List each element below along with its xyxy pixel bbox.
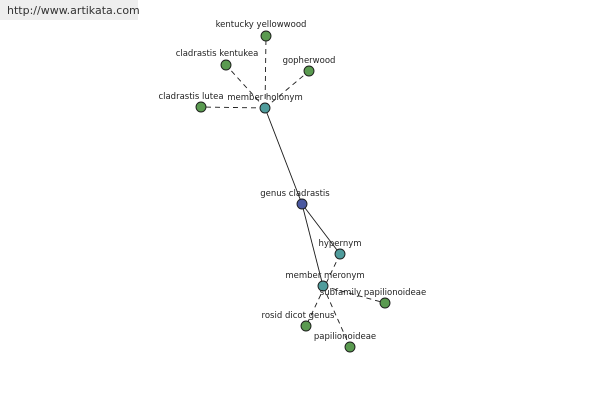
node-label[interactable]: member holonym bbox=[227, 93, 302, 103]
node-label[interactable]: genus cladrastis bbox=[260, 189, 330, 199]
watermark-banner: http://www.artikata.com bbox=[0, 0, 140, 20]
edge-meronym-subfamily bbox=[322, 285, 386, 304]
node-label[interactable]: kentucky yellowwood bbox=[216, 20, 307, 30]
graph-node-kentukea[interactable]: cladrastis kentukea bbox=[176, 49, 259, 71]
edge-holonym-lutea bbox=[200, 106, 266, 109]
graph-node-meronym[interactable]: member meronym bbox=[285, 271, 365, 292]
edge-genus-holonym bbox=[264, 107, 303, 205]
node-circle[interactable] bbox=[344, 341, 356, 353]
edge-holonym-kentukea bbox=[225, 64, 266, 109]
node-circle[interactable] bbox=[303, 65, 315, 77]
node-circle[interactable] bbox=[334, 248, 346, 260]
node-circle[interactable] bbox=[300, 320, 312, 332]
edge-genus-hypernym bbox=[301, 203, 341, 255]
node-label[interactable]: papilionoideae bbox=[314, 332, 376, 342]
graph-node-subfamily[interactable]: subfamily papilionoideae bbox=[320, 288, 426, 309]
node-label[interactable]: cladrastis kentukea bbox=[176, 49, 259, 59]
graph-node-genus[interactable]: genus cladrastis bbox=[260, 189, 330, 210]
edge-genus-meronym bbox=[301, 203, 324, 287]
edge-holonym-gopher bbox=[264, 70, 310, 109]
graph-node-holonym[interactable]: member holonym bbox=[227, 93, 303, 114]
node-circle[interactable] bbox=[296, 198, 308, 210]
node-label[interactable]: rosid dicot genus bbox=[262, 311, 335, 321]
node-label[interactable]: subfamily papilionoideae bbox=[320, 288, 426, 298]
node-label[interactable]: cladrastis lutea bbox=[158, 92, 223, 102]
node-circle[interactable] bbox=[317, 280, 329, 292]
graph-node-lutea[interactable]: cladrastis lutea bbox=[158, 92, 224, 113]
node-circle[interactable] bbox=[260, 30, 272, 42]
node-circle[interactable] bbox=[220, 59, 232, 71]
node-circle[interactable] bbox=[259, 102, 271, 114]
edge-meronym-papil bbox=[322, 285, 351, 348]
node-label[interactable]: member meronym bbox=[285, 271, 364, 281]
graph-node-kentucky[interactable]: kentucky yellowwood bbox=[216, 20, 307, 42]
node-label[interactable]: hypernym bbox=[318, 239, 361, 249]
edge-holonym-kentucky bbox=[264, 35, 267, 109]
node-layer: kentucky yellowwood cladrastis kentukea go… bbox=[158, 20, 426, 353]
node-circle[interactable] bbox=[195, 101, 207, 113]
graph-node-papil[interactable]: papilionoideae bbox=[314, 332, 376, 353]
graph-node-rosid[interactable]: rosid dicot genus bbox=[262, 311, 335, 332]
watermark-text[interactable]: http://www.artikata.com bbox=[7, 4, 140, 17]
node-circle[interactable] bbox=[379, 297, 391, 309]
graph-node-gopher[interactable]: gopherwood bbox=[283, 56, 336, 77]
graph-node-hypernym[interactable]: hypernym bbox=[318, 239, 362, 260]
node-label[interactable]: gopherwood bbox=[283, 56, 336, 66]
